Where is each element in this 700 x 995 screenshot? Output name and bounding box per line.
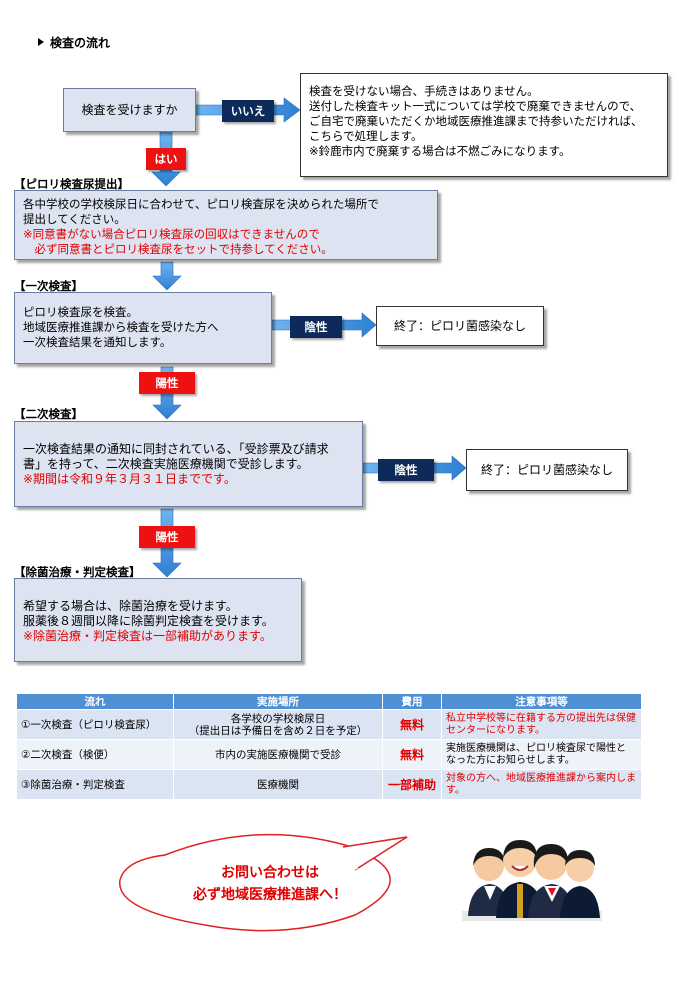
yes-tag: はい (146, 148, 186, 170)
triangle-bullet-icon (38, 38, 44, 46)
table-row: ①一次検査（ピロリ検査尿） 各学校の学校検尿日 （提出日は予備日を含め２日を予定… (16, 709, 642, 740)
table-header-row: 流れ 実施場所 費用 注意事項等 (16, 693, 642, 710)
bubble-text: お問い合わせは 必ず地域医療推進課へ！ (193, 865, 347, 903)
end-box-1: 終了：ピロリ菌感染なし (376, 306, 544, 346)
step4-box: 希望する場合は、除菌治療を受けます。 服薬後８週間以降に除菌判定検査を受けます。… (14, 578, 302, 662)
table-cell-fee: 無料 (382, 709, 442, 740)
no-explanation-box: 検査を受けない場合、手続きはありません。 送付した検査キット一式については学校で… (300, 73, 668, 177)
table-cell-place: 市内の実施医療機関で受診 (173, 739, 383, 770)
table-cell-flow: ①一次検査（ピロリ検査尿） (16, 709, 174, 740)
step1-box: 各中学校の学校検尿日に合わせて、ピロリ検査尿を決められた場所で 提出してください… (14, 190, 438, 260)
summary-table: 流れ 実施場所 費用 注意事項等 ①一次検査（ピロリ検査尿） 各学校の学校検尿日… (16, 693, 642, 800)
positive-tag-1: 陽性 (139, 372, 195, 394)
table-header: 流れ (16, 693, 174, 710)
arrow-down-2 (152, 261, 182, 291)
students-illustration (462, 840, 602, 921)
step4-label: 【除菌治療・判定検査】 (14, 565, 141, 579)
step3-label: 【二次検査】 (14, 407, 83, 421)
table-cell-note: 対象の方へ、地域医療推進課から案内しま す。 (441, 769, 642, 800)
step3-box: 一次検査結果の通知に同封されている、「受診票及び請求 書」を持って、二次検査実施… (14, 421, 363, 507)
table-row: ②二次検査（検便） 市内の実施医療機関で受診 無料 実施医療機関は、ピロリ検査尿… (16, 739, 642, 770)
page-title: 検査の流れ (38, 34, 110, 51)
step2-box: ピロリ検査尿を検査。 地域医療推進課から検査を受けた方へ 一次検査結果を通知しま… (14, 292, 272, 364)
negative-tag-2: 陰性 (378, 459, 434, 481)
table-header: 注意事項等 (441, 693, 642, 710)
negative-tag-1: 陰性 (290, 316, 342, 338)
student-icon (560, 850, 600, 918)
table-cell-note: 私立中学校等に在籍する方の提出先は保健 センターになります。 (441, 709, 642, 740)
positive-tag-2: 陽性 (139, 526, 195, 548)
step1-label: 【ピロリ検査尿提出】 (14, 177, 129, 191)
table-cell-note: 実施医療機関は、ピロリ検査尿で陽性と なった方にお知らせします。 (441, 739, 642, 770)
end-box-2: 終了：ピロリ菌感染なし (466, 449, 628, 491)
table-row: ③除菌治療・判定検査 医療機関 一部補助 対象の方へ、地域医療推進課から案内しま… (16, 769, 642, 800)
step2-label: 【一次検査】 (14, 279, 83, 293)
table-header: 実施場所 (173, 693, 383, 710)
table-cell-place: 各学校の学校検尿日 （提出日は予備日を含め２日を予定） (173, 709, 383, 740)
table-cell-fee: 無料 (382, 739, 442, 770)
table-cell-fee: 一部補助 (382, 769, 442, 800)
question-box: 検査を受けますか (63, 88, 196, 132)
table-cell-flow: ③除菌治療・判定検査 (16, 769, 174, 800)
speech-bubble (119, 833, 408, 932)
table-header: 費用 (382, 693, 442, 710)
table-cell-flow: ②二次検査（検便） (16, 739, 174, 770)
no-tag: いいえ (222, 100, 274, 122)
table-cell-place: 医療機関 (173, 769, 383, 800)
